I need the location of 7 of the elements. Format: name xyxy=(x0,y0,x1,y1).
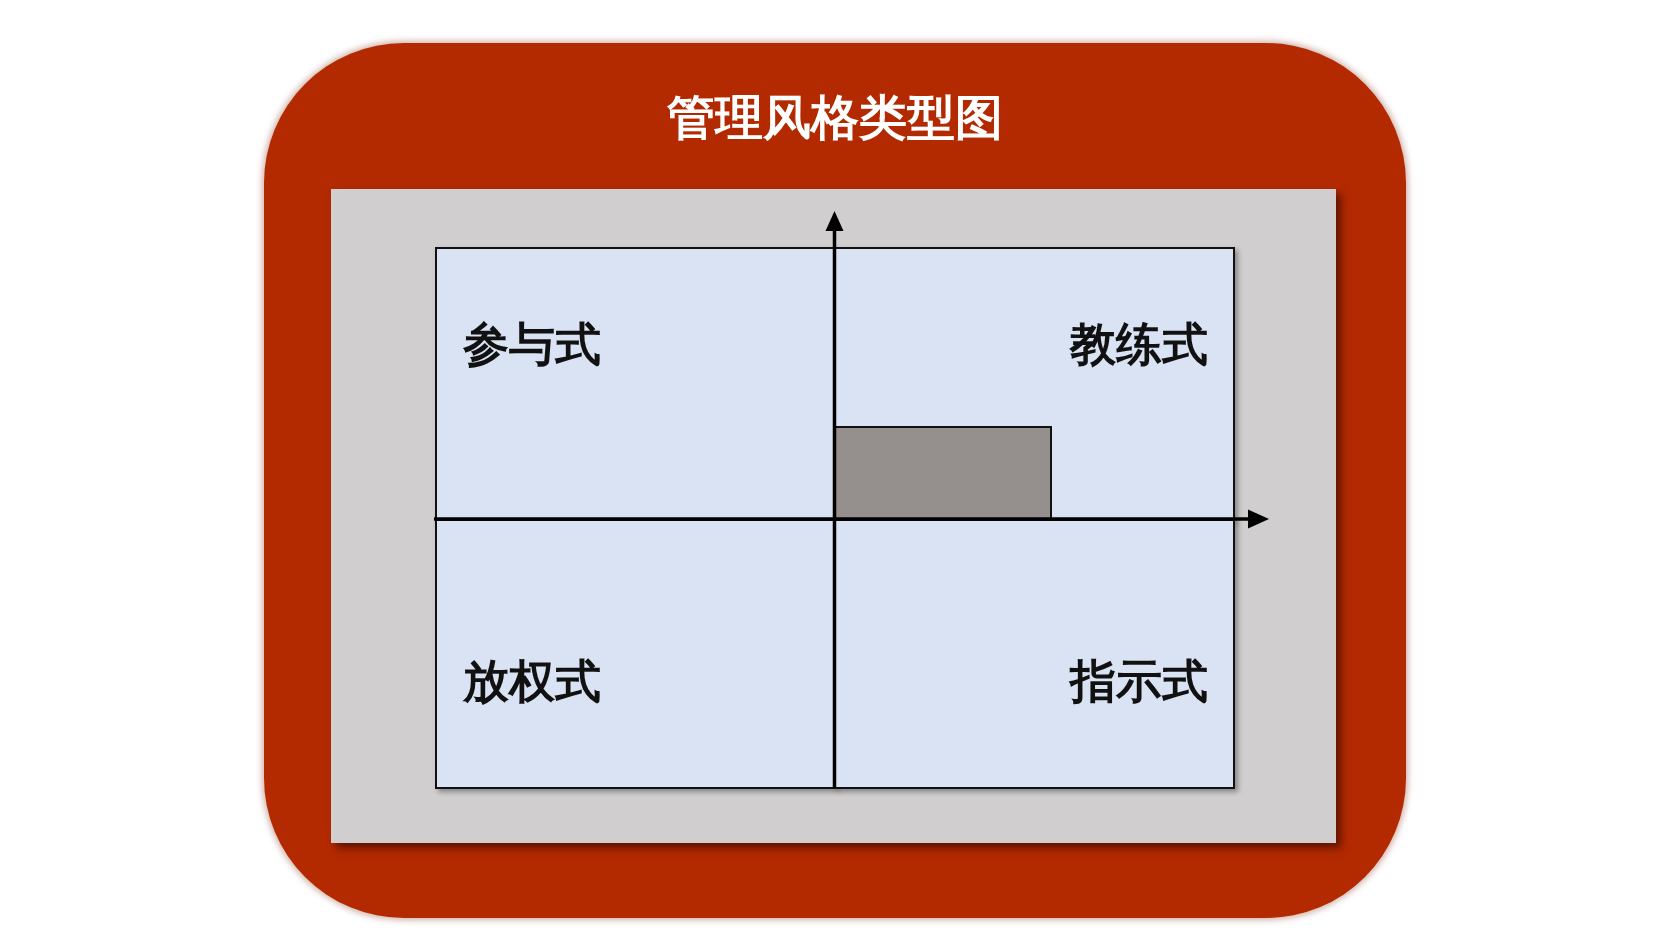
quadrant-label: 放权式 xyxy=(463,655,601,708)
quadrant-label: 参与式 xyxy=(463,318,601,371)
quadrant-label: 教练式 xyxy=(1070,318,1208,371)
title: 管理风格类型图 xyxy=(667,88,1003,146)
quadrant-box xyxy=(435,519,836,789)
quadrant-label: 指示式 xyxy=(1070,655,1208,708)
quadrant-box xyxy=(834,519,1235,789)
